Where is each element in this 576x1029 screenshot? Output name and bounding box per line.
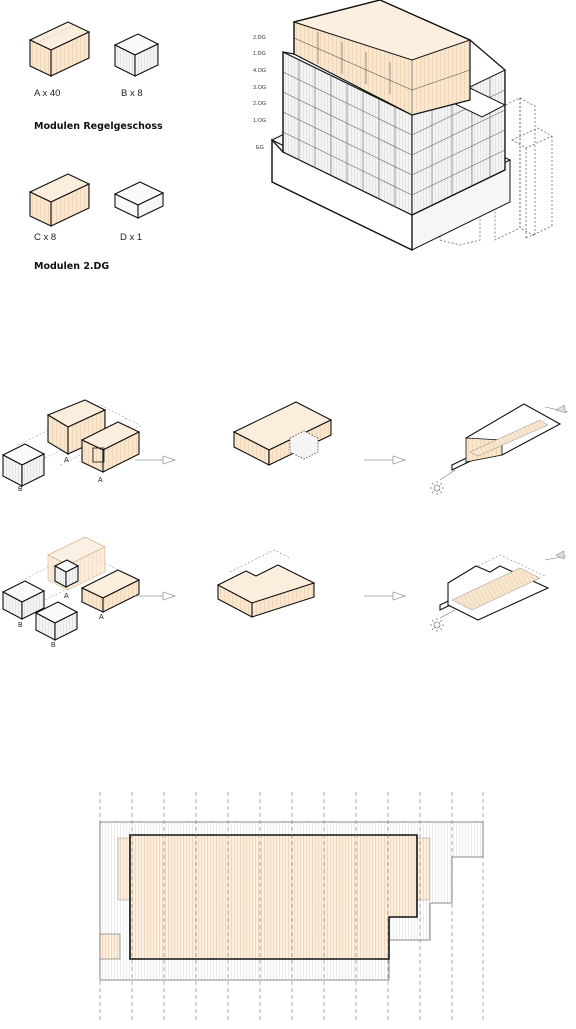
floor-label-2dg: 2.DG [253, 35, 266, 41]
module-c-count: C x 8 [34, 232, 57, 243]
module-b-box [113, 33, 160, 77]
regular-floor-title: Modulen Regelgeschoss [34, 121, 163, 132]
row1-module-a-label: A [64, 457, 69, 464]
module-a-box [28, 21, 91, 77]
row2-module-a-label: A [64, 593, 69, 600]
row2-module-a2-label: A [99, 614, 104, 621]
row2-module-b1-label: B [18, 622, 23, 629]
sun-icon [430, 481, 444, 495]
row2-module-b2-label: B [51, 642, 56, 649]
floor-label-1dg: 1.DG [253, 51, 266, 57]
module-a-count: A x 40 [34, 88, 61, 99]
module-c-box [28, 173, 91, 227]
row1-module-b-label: B [18, 486, 23, 493]
module-d-count: D x 1 [120, 232, 143, 243]
floor-label-4og: 4.OG [253, 68, 267, 74]
floor-label-1og: 1.OG [253, 118, 267, 124]
row1-module-a2-label: A [98, 477, 103, 484]
floor-label-eg: EG [256, 145, 264, 151]
stacked-building-axonometric [270, 0, 553, 252]
sun-icon [430, 618, 444, 632]
module-b-count: B x 8 [121, 88, 143, 99]
floor-label-3og: 3.OG [253, 85, 267, 91]
assembly-row-2 [1, 536, 567, 641]
floor-plan [99, 792, 484, 1020]
floor-label-2og: 2.OG [253, 101, 267, 107]
module-d-box [113, 181, 165, 219]
attic-floor-title: Modulen 2.DG [34, 261, 110, 272]
assembly-row-1 [1, 399, 569, 495]
